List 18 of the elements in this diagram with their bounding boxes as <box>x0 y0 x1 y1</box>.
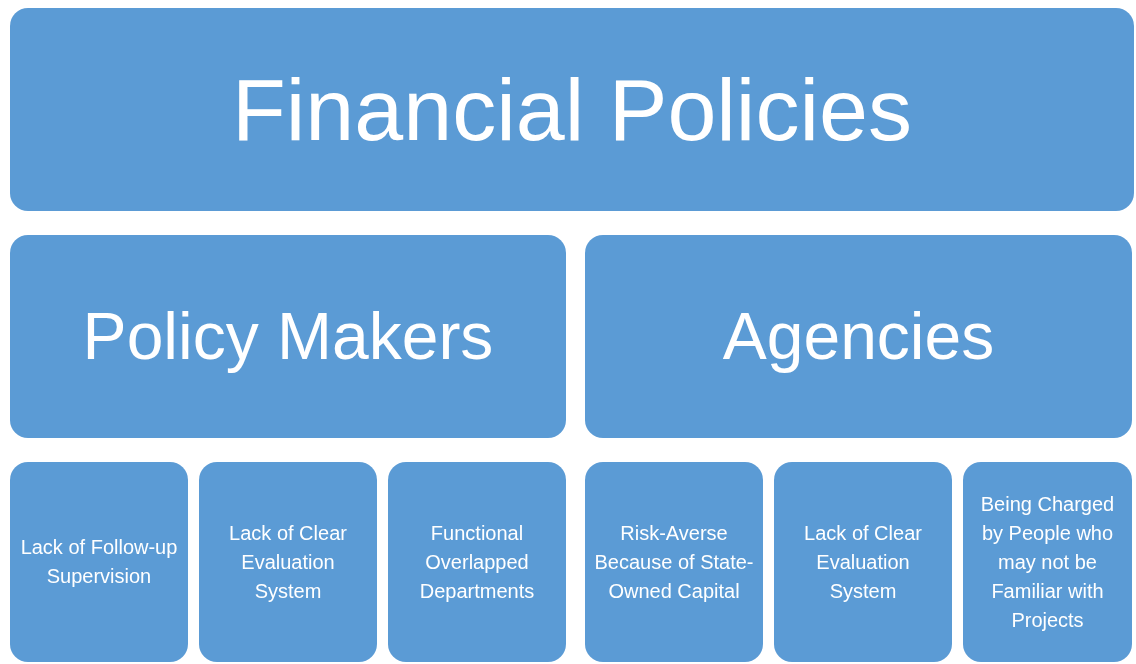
issue-box <box>585 462 763 662</box>
issue-label: Being Charged by People who may not be Familiar with Projects <box>979 491 1116 633</box>
issue-label: Functional Overlapped Departments <box>418 520 536 604</box>
issue-label: Lack of Clear Evaluation System <box>228 520 348 604</box>
issue-box <box>388 462 566 662</box>
issue-label: Lack of Follow-up Supervision <box>19 535 179 589</box>
category-label: Agencies <box>722 297 995 375</box>
issue-box <box>774 462 952 662</box>
category-label: Policy Makers <box>82 297 494 375</box>
category-box <box>10 235 566 438</box>
title-box <box>10 8 1134 211</box>
title-text: Financial Policies <box>232 58 912 161</box>
issue-label: Lack of Clear Evaluation System <box>803 520 923 604</box>
issue-box <box>10 462 188 662</box>
issue-label: Risk-Averse Because of State-Owned Capital <box>593 520 755 604</box>
issue-box <box>199 462 377 662</box>
category-box <box>585 235 1132 438</box>
issue-box <box>963 462 1132 662</box>
